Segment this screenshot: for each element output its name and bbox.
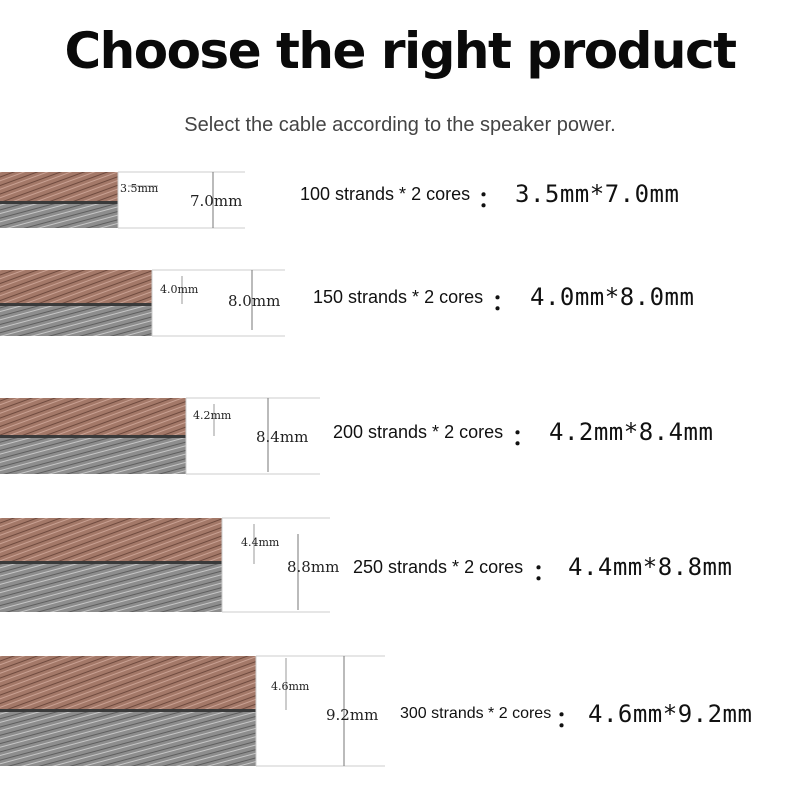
dimension-value: 4.6mm*9.2mm (588, 700, 753, 728)
core-diameter-label: 4.2mm (193, 409, 232, 422)
separator: ： (512, 426, 535, 451)
separator: ： (556, 708, 579, 733)
core-diameter-label: 4.4mm (241, 536, 280, 549)
cable-row: 4.6mm 9.2mm 300 strands * 2 cores ： 4.6m… (0, 652, 800, 772)
dimension-value: 4.0mm*8.0mm (530, 283, 695, 311)
dimension-value: 4.2mm*8.4mm (549, 418, 714, 446)
core-diameter-label: 3.5mm (120, 182, 159, 195)
cable-cross-section (0, 171, 245, 229)
strand-spec: 300 strands * 2 cores (400, 705, 552, 722)
strand-spec: 150 strands * 2 cores (313, 287, 484, 307)
width-label: 9.2mm (326, 706, 379, 724)
separator: ： (533, 561, 556, 586)
core-diameter-label: 4.0mm (160, 283, 199, 296)
width-label: 7.0mm (190, 192, 243, 210)
cable-row: 4.4mm 8.8mm 250 strands * 2 cores ： 4.4m… (0, 514, 800, 618)
cable-cross-section (0, 269, 285, 337)
separator: ： (492, 291, 515, 316)
cable-cross-section (0, 655, 385, 767)
cable-row: 3.5mm 7.0mm 100 strands * 2 cores ： 3.5m… (0, 168, 800, 234)
strand-spec: 100 strands * 2 cores (300, 184, 471, 204)
cable-cross-section (0, 517, 330, 613)
page-subtitle: Select the cable according to the speake… (184, 114, 616, 136)
strand-spec: 250 strands * 2 cores (353, 557, 524, 577)
width-label: 8.4mm (256, 428, 309, 446)
cable-row: 4.2mm 8.4mm 200 strands * 2 cores ： 4.2m… (0, 392, 800, 482)
separator: ： (478, 188, 501, 213)
width-label: 8.0mm (228, 292, 281, 310)
strand-spec: 200 strands * 2 cores (333, 422, 504, 442)
dimension-value: 3.5mm*7.0mm (515, 180, 680, 208)
cable-row: 4.0mm 8.0mm 150 strands * 2 cores ： 4.0m… (0, 266, 800, 342)
dimension-value: 4.4mm*8.8mm (568, 553, 733, 581)
core-diameter-label: 4.6mm (271, 680, 310, 693)
width-label: 8.8mm (287, 558, 340, 576)
cable-cross-section (0, 397, 320, 475)
page-title: Choose the right product (64, 22, 737, 80)
